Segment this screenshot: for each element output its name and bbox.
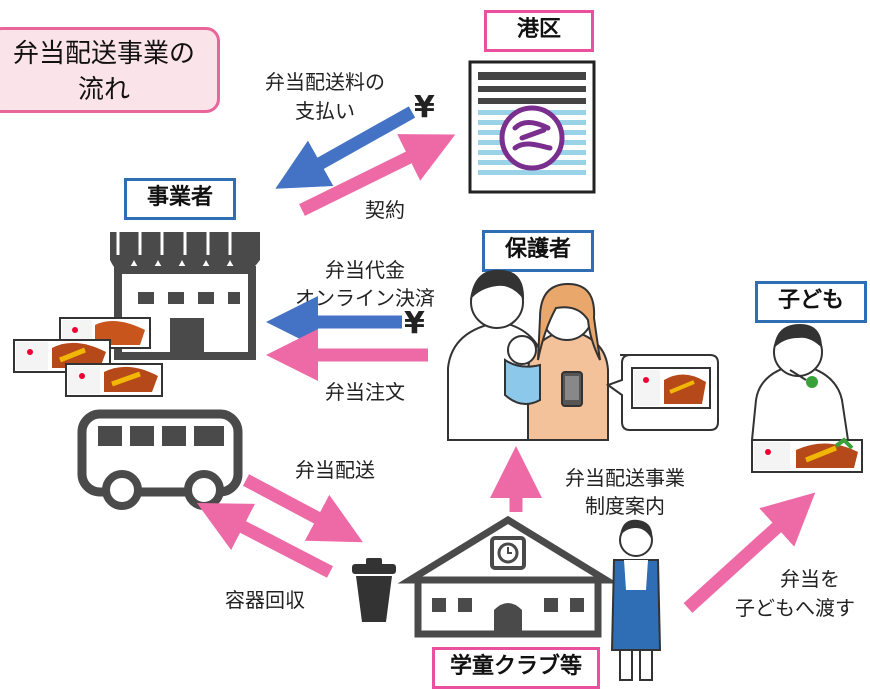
- bento-box-icon: [13, 317, 163, 397]
- trash-can-icon: [352, 558, 396, 622]
- flow-container: 容器回収: [225, 588, 305, 612]
- flow-order: 弁当注文: [325, 380, 405, 404]
- flow-fee-line-2: 支払い: [295, 99, 355, 123]
- arrow-fee-payment: [275, 106, 416, 189]
- staff-member-icon: [610, 519, 662, 681]
- arrow-handover: [683, 492, 816, 613]
- club-label: 学童クラブ等: [432, 647, 600, 689]
- operator-label: 事業者: [124, 178, 236, 220]
- yen-icon-price: ¥: [404, 306, 425, 341]
- flow-price-line-1: 弁当代金: [325, 258, 405, 282]
- guardian-label: 保護者: [482, 230, 594, 272]
- bus-icon: [77, 409, 243, 510]
- title-line-1: 弁当配送事業の: [12, 39, 195, 69]
- minato-label: 港区: [484, 10, 594, 52]
- flow-delivery: 弁当配送: [295, 458, 375, 482]
- flow-info-line-2: 制度案内: [585, 494, 665, 518]
- flow-fee-line-1: 弁当配送料の: [265, 70, 385, 94]
- speech-bubble-icon: [605, 354, 719, 431]
- title-line-2: 流れ: [77, 75, 130, 105]
- arrow-container-return: [196, 503, 333, 578]
- yen-icon-fee: ¥: [414, 90, 435, 125]
- arrow-contract: [299, 134, 456, 216]
- flow-handover-line-1: 弁当を: [780, 567, 840, 591]
- flow-info-line-1: 弁当配送事業: [565, 466, 685, 490]
- guardian-family-icon: [447, 269, 609, 441]
- club-building-icon: [397, 515, 619, 638]
- arrow-delivery: [242, 474, 363, 543]
- flow-handover-line-2: 子どもへ渡す: [735, 596, 855, 620]
- child-eating-icon: [750, 324, 863, 473]
- flow-arrows: [196, 106, 816, 613]
- flow-price-line-2: オンライン決済: [295, 286, 435, 310]
- operator-shop-icon: [110, 232, 260, 360]
- flow-contract: 契約: [365, 198, 405, 222]
- child-label: 子ども: [755, 281, 867, 323]
- diagram-title: 弁当配送事業の 流れ: [0, 27, 220, 113]
- minato-building-icon: [468, 60, 596, 194]
